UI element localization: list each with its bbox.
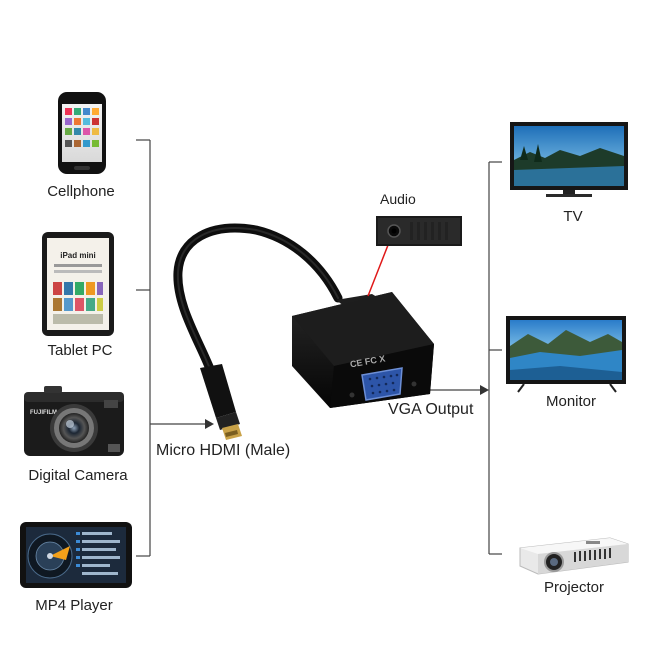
hdmi-cable	[173, 223, 343, 379]
projector-icon	[519, 537, 629, 575]
audio-label: Audio	[380, 191, 416, 207]
output-label: VGA Output	[388, 401, 474, 418]
input-arrow-icon	[205, 419, 214, 429]
mp4-player-icon	[20, 522, 132, 588]
vga-adapter-icon: CE FC X	[292, 292, 434, 408]
camera-icon: FUJIFILM	[24, 386, 124, 456]
tv-icon	[510, 122, 628, 197]
monitor-icon	[506, 316, 626, 393]
source-label-tablet: Tablet PC	[47, 342, 113, 359]
audio-jack-icon	[376, 216, 462, 246]
camera-brand-text: FUJIFILM	[30, 410, 57, 416]
output-label-tv: TV	[563, 208, 583, 225]
source-bracket	[136, 139, 205, 557]
source-label-cellphone: Cellphone	[47, 183, 115, 200]
source-label-camera: Digital Camera	[28, 467, 128, 484]
tablet-icon: iPad mini	[42, 232, 114, 336]
micro-hdmi-connector-icon	[200, 364, 242, 440]
input-label: Micro HDMI (Male)	[156, 442, 291, 459]
output-label-monitor: Monitor	[545, 393, 597, 410]
output-bracket	[430, 161, 502, 555]
output-label-projector: Projector	[543, 579, 605, 596]
audio-callout-line	[367, 239, 391, 297]
cellphone-icon	[58, 92, 106, 174]
source-label-mp4: MP4 Player	[35, 597, 113, 614]
tablet-brand-text: iPad mini	[60, 251, 96, 260]
output-arrow-icon	[480, 385, 489, 395]
